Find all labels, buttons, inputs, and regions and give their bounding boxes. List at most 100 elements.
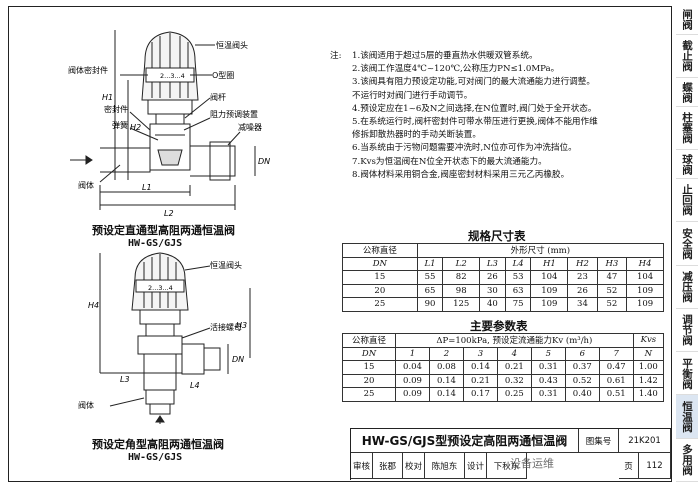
- dim-table-column-header: H4: [626, 256, 664, 271]
- sidebar-item[interactable]: 减压阀: [676, 266, 698, 309]
- dim-table-cell: 82: [442, 270, 481, 285]
- param-table-column-header: 5: [530, 346, 566, 361]
- param-table-cell: 0.40: [564, 387, 600, 402]
- label-preset-device: 阻力预调装置: [210, 109, 258, 119]
- dim-table-cell: 25: [342, 297, 418, 312]
- note-line: 修拆卸散热器时的手动关断装置。: [352, 130, 481, 141]
- sidebar-item[interactable]: 多用阀: [676, 439, 698, 482]
- param-table-cell: 0.31: [530, 360, 566, 375]
- dim-h3: H3: [236, 321, 247, 330]
- param-table-cell: 0.08: [428, 360, 464, 375]
- label-spring: 弹簧: [112, 120, 128, 130]
- label-noise-reducer: 减噪器: [238, 122, 262, 132]
- label-o-ring: O型圈: [212, 71, 234, 80]
- param-table-cell: 25: [341, 387, 397, 402]
- dim-table-column-header: H1: [530, 256, 569, 271]
- param-table-cell: 0.17: [462, 387, 498, 402]
- page-label: 页: [619, 453, 639, 479]
- sidebar-item[interactable]: 蝶阀: [676, 78, 698, 107]
- dim-table-column-header: H2: [567, 256, 598, 271]
- param-table-column-header: 4: [496, 346, 532, 361]
- dim-table-cell: 20: [342, 283, 418, 298]
- param-table-cell: 1.42: [632, 373, 665, 388]
- sidebar-item[interactable]: 止回阀: [676, 179, 698, 223]
- label-body-seal: 阀体密封件: [68, 65, 108, 75]
- param-table-cell: 0.14: [428, 387, 464, 402]
- figure2-caption: 预设定角型高阻两通恒温阀: [92, 438, 224, 451]
- dim-table-cell: 63: [504, 283, 532, 298]
- angle-scale-label: 2...3...4: [148, 284, 173, 292]
- param-table-cell: 0.37: [564, 360, 600, 375]
- dim-table-column-header: L4: [504, 256, 532, 271]
- note-line: 8.阀体材料采用铜合金,阀座密封材料采用三元乙丙橡胶。: [352, 169, 570, 180]
- param-table-column-header: 2: [428, 346, 464, 361]
- param-table-header-col: 公称直径: [341, 333, 397, 348]
- dim-table-cell: 34: [567, 297, 598, 312]
- dim-h1: H1: [102, 93, 113, 102]
- sidebar-item[interactable]: 安全阀: [676, 222, 698, 266]
- param-table-column-header: 6: [564, 346, 600, 361]
- dim-table-cell: 52: [596, 297, 628, 312]
- dim-table-column-header: L1: [416, 256, 444, 271]
- label-stem: 阀杆: [210, 92, 226, 102]
- label-valve-body: 阀体: [78, 180, 94, 190]
- param-table-column-header: N: [632, 346, 665, 361]
- dim-table-group-header: 外形尺寸 (mm): [416, 243, 665, 258]
- sidebar-item[interactable]: 闸阀: [676, 6, 698, 35]
- sidebar-item[interactable]: 球阀: [676, 150, 698, 180]
- param-table-cell: 0.14: [462, 360, 498, 375]
- atlas-number: 21K201: [619, 429, 671, 453]
- param-table-cell: 0.47: [598, 360, 634, 375]
- param-table-title: 主要参数表: [470, 319, 528, 333]
- note-line: 2.该阀工作温度4℃~120℃,公称压力PN≤1.0MPa。: [352, 64, 560, 75]
- sidebar-item[interactable]: 平衡阀: [676, 352, 698, 396]
- param-table-column-header: 7: [598, 346, 634, 361]
- param-table-cell: 15: [341, 360, 397, 375]
- dim-table-cell: 98: [442, 283, 481, 298]
- dim-l4: L4: [190, 381, 200, 390]
- note-line: 不运行时对阀门进行手动调节。: [352, 90, 473, 101]
- param-table-cell: 0.51: [598, 387, 634, 402]
- notes-lines: 1.该阀适用于超过5层的垂直热水供暖双管系统。 2.该阀工作温度4℃~120℃,公…: [352, 50, 670, 182]
- param-table-group-header: ΔP=100kPa, 预设定流通能力Kv (m³/h): [395, 333, 634, 348]
- param-table: 公称直径 ΔP=100kPa, 预设定流通能力Kv (m³/h) Kvs DN …: [341, 333, 665, 402]
- sidebar-item[interactable]: 截止阀: [676, 35, 698, 79]
- dim-table-title: 规格尺寸表: [468, 229, 526, 243]
- param-table-cell: 0.61: [598, 373, 634, 388]
- sidebar-item[interactable]: 柱塞阀: [676, 107, 698, 151]
- watermark-text: 设备运维: [510, 457, 554, 470]
- figure2-model: HW-GS/GJS: [128, 452, 183, 463]
- dim-h4: H4: [88, 301, 99, 310]
- sidebar-item[interactable]: 调节阀: [676, 309, 698, 353]
- param-table-cell: 1.00: [632, 360, 665, 375]
- label-thermostatic-head: 恒温阀头: [216, 40, 248, 50]
- note-line: 1.该阀适用于超过5层的垂直热水供暖双管系统。: [352, 51, 538, 61]
- param-table-cell: 0.09: [395, 387, 430, 402]
- notes-prefix: 注:: [330, 51, 342, 61]
- dim-l1: L1: [142, 183, 152, 192]
- dim-l3: L3: [120, 375, 130, 384]
- review-name: 张郡: [373, 453, 403, 479]
- param-table-cell: 1.40: [632, 387, 665, 402]
- label-angle-head: 恒温阀头: [210, 260, 242, 270]
- dim-table-cell: 125: [442, 297, 481, 312]
- drawing-sheet: [8, 6, 672, 482]
- atlas-label: 图集号: [579, 429, 619, 453]
- dim-dn: DN: [258, 157, 270, 166]
- category-sidebar: 闸阀截止阀蝶阀柱塞阀球阀止回阀安全阀减压阀调节阀平衡阀恒温阀多用阀: [676, 6, 698, 482]
- sidebar-item[interactable]: 恒温阀: [676, 395, 698, 439]
- param-table-dn-header: DN: [341, 346, 397, 361]
- label-angle-body: 阀体: [78, 400, 94, 410]
- dim-table-cell: 30: [479, 283, 506, 298]
- param-table-cell: 0.43: [530, 373, 566, 388]
- dim-table-cell: 23: [567, 270, 598, 285]
- param-table-cell: 0.14: [428, 373, 464, 388]
- dim-table-cell: 109: [626, 283, 664, 298]
- dim-h2: H2: [130, 123, 141, 132]
- design-name: 下秋东: [487, 453, 527, 479]
